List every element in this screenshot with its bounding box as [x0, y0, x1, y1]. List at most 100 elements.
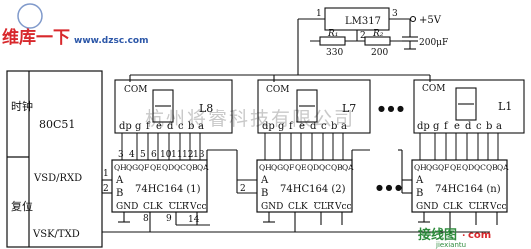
segment-pin: dp	[417, 121, 430, 132]
display-l1-segment-pins: dp g f e d c b a	[417, 121, 502, 132]
chipn-pin-b: B	[416, 188, 423, 199]
chipn-pin-vcc: Vcc	[489, 202, 507, 212]
segment-pin: c	[321, 121, 327, 132]
svg-text:QA: QA	[497, 163, 509, 172]
svg-text:QG: QG	[126, 163, 138, 172]
mcu-80c51	[6, 70, 103, 248]
svg-text:6: 6	[151, 150, 157, 160]
chipn-pin-clr: CLR	[469, 202, 489, 212]
svg-text:QE: QE	[295, 163, 307, 172]
display-l8-name: L8	[199, 102, 213, 115]
chip1-pin-clr: CLR	[169, 202, 189, 212]
capacitor-label: 200μF	[419, 38, 448, 48]
segment-pin: e	[156, 121, 162, 132]
display-l1-com: COM	[422, 84, 445, 94]
chip2-pin-gnd: GND	[261, 202, 283, 212]
wiring	[101, 149, 498, 233]
display-l7	[257, 79, 371, 134]
svg-text:QG: QG	[271, 163, 283, 172]
mcu-pin-rxd: VSD/RXD	[33, 173, 82, 184]
chip1-name: 74HC164 (1)	[135, 184, 201, 195]
chipn-pin-gnd: GND	[416, 202, 438, 212]
svg-text:QC: QC	[474, 163, 486, 172]
bottom-watermark: 接线图 . com jiexiantu	[418, 227, 491, 249]
segment-pin: g	[433, 121, 440, 132]
svg-text:QE: QE	[450, 163, 462, 172]
chip2-pin2-number: 2	[240, 184, 246, 194]
bottom-watermark-dot: .	[462, 229, 465, 239]
svg-text:QD: QD	[162, 163, 174, 172]
regulator-name: LM317	[345, 16, 381, 27]
regulator-pin3: 3	[392, 9, 398, 19]
segment-pin: e	[454, 121, 460, 132]
display-l1	[413, 79, 525, 134]
site-logo-cn: 维库一下	[2, 27, 70, 48]
regulator-pin2: 2	[360, 31, 366, 41]
supply-label: +5V	[419, 15, 442, 26]
segment-pin: c	[476, 121, 482, 132]
svg-text:4: 4	[129, 150, 135, 160]
segment-pin: f	[444, 121, 449, 132]
svg-text:5: 5	[140, 150, 146, 160]
resistor-r2-label: R₂	[372, 29, 384, 39]
chip2-pin-a: A	[260, 175, 269, 186]
com-bus	[129, 74, 431, 82]
segment-pin: b	[331, 121, 337, 132]
chip1-pin1-number: 1	[103, 169, 109, 179]
chip2-pin-vcc: Vcc	[334, 202, 352, 212]
svg-text:QB: QB	[486, 163, 498, 172]
svg-text:QD: QD	[307, 163, 319, 172]
svg-text:QC: QC	[174, 163, 186, 172]
svg-text:QH: QH	[414, 163, 427, 172]
svg-text:QH: QH	[259, 163, 272, 172]
chip2-pin-b: B	[261, 188, 268, 199]
chip1-pin-b: B	[116, 188, 123, 199]
mcu-name: 80C51	[39, 118, 75, 131]
chip1-output-pin-numbers: 3 4 5 6 10 11 12 13	[118, 150, 205, 160]
segment-pin: a	[198, 121, 204, 132]
svg-text:QF: QF	[283, 163, 294, 172]
segment-pin: g	[135, 121, 142, 132]
resistor-r1-label: R₁	[327, 29, 338, 39]
segment-pin: a	[341, 121, 347, 132]
svg-text:QD: QD	[462, 163, 474, 172]
chip1-pin-a: A	[115, 175, 124, 186]
segment-pin: dp	[262, 121, 275, 132]
chipn-body	[411, 159, 508, 213]
site-logo-url: www.dzsc.com	[74, 36, 148, 46]
mcu-reset-label: 复位	[11, 199, 33, 213]
svg-text:QH: QH	[114, 163, 127, 172]
svg-text:13: 13	[193, 150, 205, 160]
segment-pin: b	[188, 121, 194, 132]
display-l8-com: COM	[124, 85, 147, 95]
chip1-pin8-number: 8	[143, 214, 149, 224]
segment-pin: a	[496, 121, 502, 132]
segment-pin: d	[465, 121, 472, 132]
segment-pin: f	[289, 121, 294, 132]
svg-text:QC: QC	[319, 163, 331, 172]
display-l7-com: COM	[266, 85, 289, 95]
segment-pin: d	[167, 121, 174, 132]
svg-text:QB: QB	[186, 163, 198, 172]
segment-pin: dp	[119, 121, 132, 132]
segment-pin: b	[486, 121, 492, 132]
chip1-pin-vcc: Vcc	[189, 202, 207, 212]
segment-pin: d	[310, 121, 317, 132]
bottom-watermark-cn: 接线图	[418, 227, 457, 243]
ellipsis-chips: ● ● ●	[376, 183, 402, 192]
chip2-pin-clk: CLK	[288, 202, 308, 212]
svg-text:10: 10	[160, 150, 172, 160]
chip1-pin-clk: CLK	[143, 202, 163, 212]
segment-pin: e	[299, 121, 305, 132]
resistor-r2-value: 200	[371, 48, 388, 58]
chipn-pin-clk: CLK	[443, 202, 463, 212]
svg-text:QE: QE	[150, 163, 162, 172]
mcu-clock-label: 时钟	[11, 99, 33, 113]
chip1-pin-gnd: GND	[116, 202, 138, 212]
svg-text:QB: QB	[331, 163, 343, 172]
segment-pin: g	[278, 121, 285, 132]
